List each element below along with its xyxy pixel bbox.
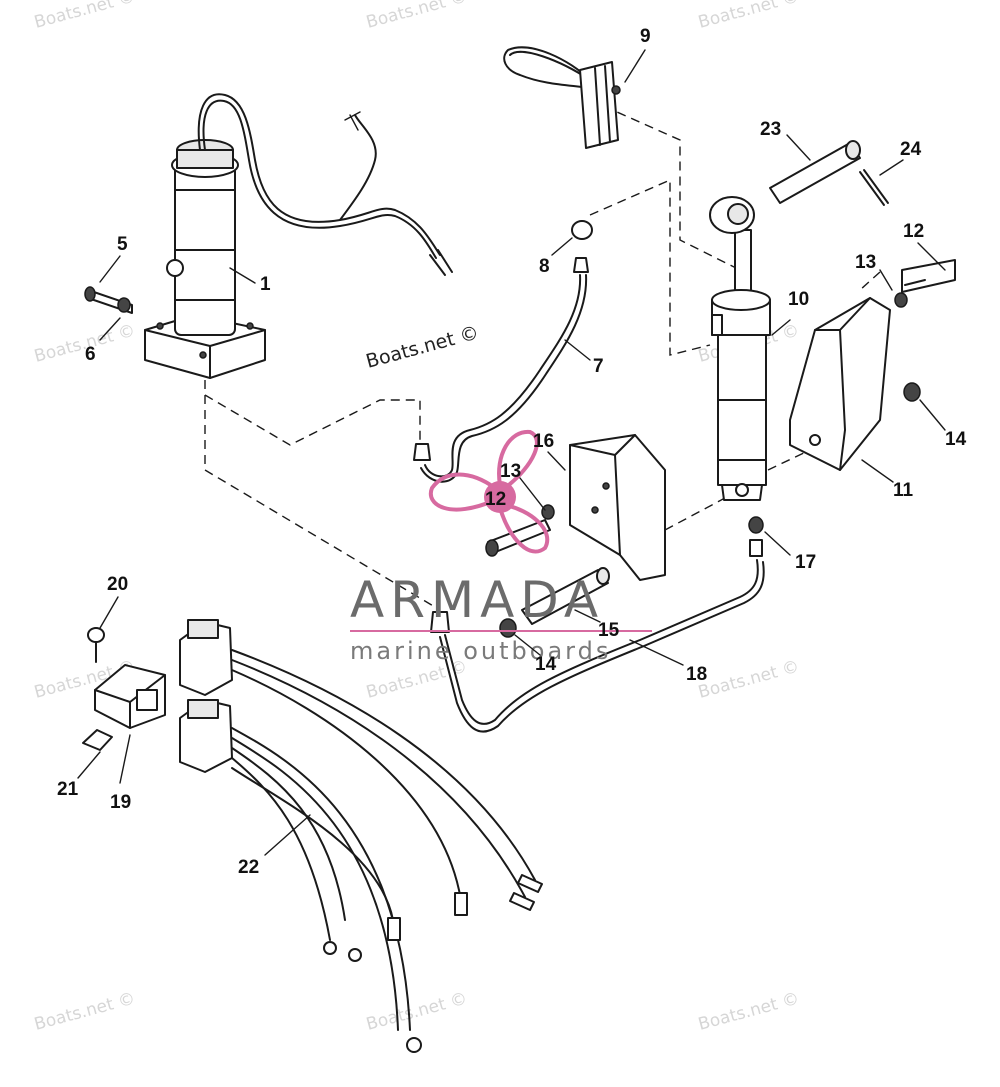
assembly-dash-lines xyxy=(204,99,881,611)
callout-21: 21 xyxy=(57,779,79,800)
logo-tagline: marine outboards xyxy=(350,637,611,665)
mounting-bracket-11 xyxy=(789,259,956,471)
wiring-harness-22 xyxy=(179,619,543,1053)
wire-clamp xyxy=(503,46,621,149)
callout-17: 17 xyxy=(795,552,816,573)
logo-name: ARMADA xyxy=(350,571,604,629)
callout-1: 1 xyxy=(260,274,271,295)
callout-19: 19 xyxy=(110,792,131,813)
callout-5: 5 xyxy=(117,234,128,255)
relay-19 xyxy=(82,627,166,751)
leader-lines xyxy=(77,49,946,856)
callout-10: 10 xyxy=(788,289,809,310)
watermark-top-left: Boats.net © xyxy=(32,0,137,33)
watermark-center: Boats.net © xyxy=(364,322,482,373)
propeller-icon xyxy=(428,429,550,554)
bolt-and-washer xyxy=(84,286,133,314)
callout-9: 9 xyxy=(640,26,651,47)
callout-16: 16 xyxy=(533,431,554,452)
hydraulic-tube-7 xyxy=(413,220,593,483)
callout-23: 23 xyxy=(760,119,781,140)
callout-22: 22 xyxy=(238,857,259,878)
callout-20: 20 xyxy=(107,574,128,595)
callout-labels: 1 5 6 7 8 9 10 11 12 13 14 23 24 16 13 1… xyxy=(57,26,967,878)
callout-24: 24 xyxy=(900,139,922,160)
callout-7: 7 xyxy=(593,356,604,377)
callout-14-right: 14 xyxy=(945,429,967,450)
watermark-layer: Boats.net © Boats.net © Boats.net © Boat… xyxy=(32,0,801,1035)
armada-logo: ARMADA marine outboards xyxy=(350,429,652,665)
watermark-low-right: Boats.net © xyxy=(696,657,801,703)
watermark-bottom-right: Boats.net © xyxy=(696,989,801,1035)
pin-15 xyxy=(499,567,610,638)
callout-12-right: 12 xyxy=(903,221,924,242)
trim-cylinder xyxy=(709,196,771,501)
callout-11: 11 xyxy=(893,480,914,501)
pivot-pin xyxy=(769,140,889,206)
hydraulic-tube-18 xyxy=(430,516,765,733)
callout-15: 15 xyxy=(598,620,620,641)
callout-14-mid: 14 xyxy=(535,654,557,675)
callout-18: 18 xyxy=(686,664,707,685)
callout-13-right: 13 xyxy=(855,252,876,273)
callout-6: 6 xyxy=(85,344,96,365)
pump-motor-assembly xyxy=(144,93,453,379)
mounting-bracket-16 xyxy=(485,434,666,581)
callout-12-mid: 12 xyxy=(485,489,506,510)
watermark-bottom-center: Boats.net © xyxy=(364,989,469,1035)
watermark-top-right: Boats.net © xyxy=(696,0,801,33)
callout-13-mid: 13 xyxy=(500,461,521,482)
watermark-bottom-left: Boats.net © xyxy=(32,989,137,1035)
watermark-top-center: Boats.net © xyxy=(364,0,469,33)
callout-8: 8 xyxy=(539,256,550,277)
